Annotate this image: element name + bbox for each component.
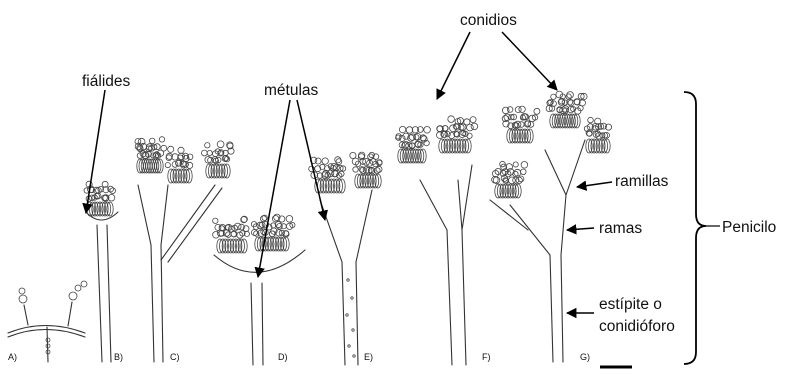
panel-label-g: G) <box>580 352 590 362</box>
conidium-shape <box>399 126 405 132</box>
conidium-shape <box>213 232 220 239</box>
label-conidios: conidios <box>460 12 517 29</box>
conidium-shape <box>286 216 293 223</box>
specimen-b-drawing <box>86 212 118 362</box>
specimen-a-drawing <box>8 281 87 362</box>
conidium-shape <box>471 123 478 130</box>
conidium-shape <box>159 137 164 142</box>
conidium-shape <box>149 138 155 144</box>
arrow-ramillas <box>577 182 612 187</box>
label-metulas: métulas <box>264 82 319 99</box>
panel-label-e: E) <box>364 352 373 362</box>
panel-label-a: A) <box>8 352 17 362</box>
conidium-shape <box>350 152 356 158</box>
conidium-shape <box>353 167 358 172</box>
conidium-shape <box>322 158 328 164</box>
conidium-shape <box>315 158 321 164</box>
specimen-c-drawing <box>138 185 222 362</box>
conidium-shape <box>178 147 184 153</box>
conidium-shape <box>205 143 210 148</box>
label-ramillas: ramillas <box>615 173 669 190</box>
conidium-shape <box>172 162 178 168</box>
conidium-shape <box>519 122 525 128</box>
specimen-g-drawing <box>490 140 585 362</box>
panel-label-f: F) <box>482 352 491 362</box>
conidium-shape <box>376 166 382 172</box>
specimen-e-drawing <box>320 190 372 365</box>
conidium-shape <box>507 107 513 113</box>
conidium-shape <box>281 224 286 229</box>
label-penicilo: Penicilo <box>722 219 776 236</box>
specimen-f-drawing <box>420 165 472 365</box>
panel-label-d: D) <box>278 352 288 362</box>
conidium-shape <box>261 216 267 222</box>
conidium-shape <box>226 232 232 238</box>
conidium-shape <box>231 231 236 236</box>
conidium-shape <box>363 159 370 166</box>
conidium-shape <box>521 169 527 175</box>
conidium-shape <box>567 92 574 99</box>
penicilo-bracket <box>684 92 706 364</box>
conidium-shape <box>168 146 174 152</box>
conidium-shape <box>161 145 167 151</box>
conidium-shape <box>521 162 528 169</box>
label-ramas: ramas <box>599 220 642 237</box>
conidium-shape <box>467 124 474 131</box>
label-fialides: fiálides <box>82 73 130 90</box>
arrow-conidios-left <box>437 32 470 99</box>
conidium-shape <box>207 150 212 155</box>
conidium-shape <box>534 108 540 114</box>
conidium-shape <box>448 116 455 123</box>
conidium-shape <box>251 230 257 236</box>
panel-label-c: C) <box>170 352 180 362</box>
conidium-shape <box>202 150 208 156</box>
arrow-ramas <box>567 228 594 230</box>
conidium-shape <box>551 94 556 99</box>
arrow-conidios-right <box>502 32 557 90</box>
conidium-shape <box>272 216 278 222</box>
conidium-shape <box>213 218 218 223</box>
conidium-shape <box>336 159 342 165</box>
conidium-shape <box>424 127 431 134</box>
label-estipite-line1: estípite o <box>599 296 662 313</box>
conidium-shape <box>519 106 525 112</box>
conidium-shape <box>588 117 594 123</box>
conidium-shape <box>165 163 170 168</box>
conidium-shape <box>217 141 224 148</box>
conidium-shape <box>187 162 193 168</box>
conidium-shape <box>513 162 518 167</box>
panel-label-b: B) <box>114 352 123 362</box>
label-estipite-line2: conidióforo <box>599 318 675 335</box>
conidium-shape <box>470 117 476 123</box>
